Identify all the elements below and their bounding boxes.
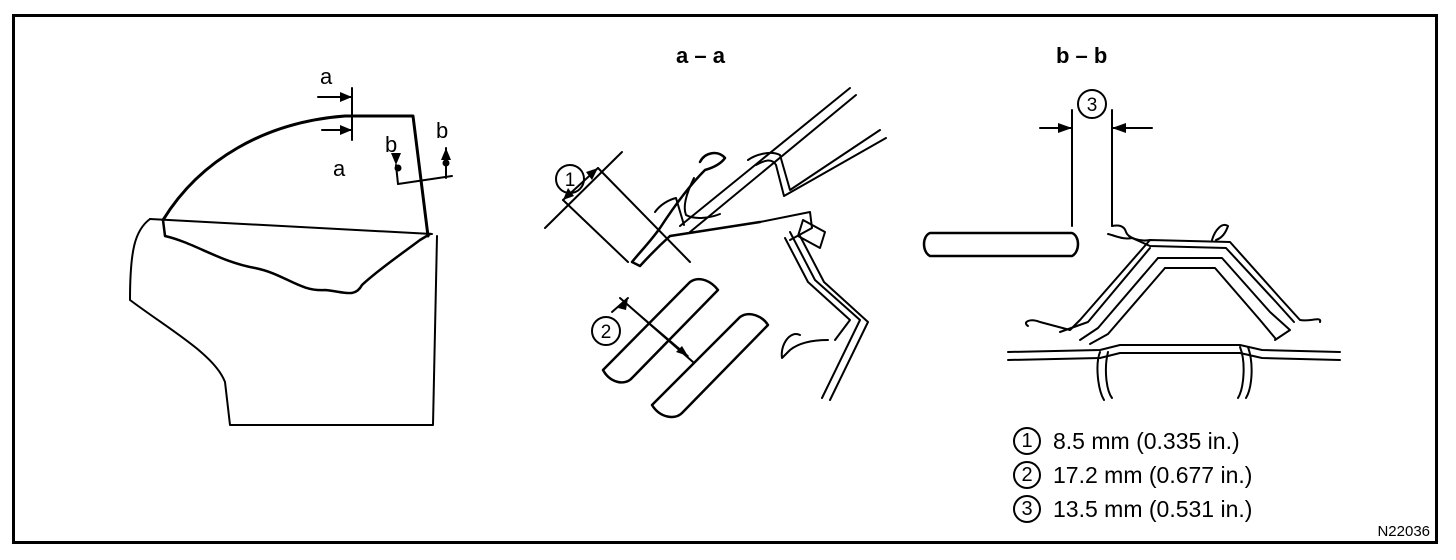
section-aa-drawing <box>544 87 887 419</box>
section-b-left-label: b <box>385 132 397 157</box>
door-outline <box>129 114 438 426</box>
section-b-right-label: b <box>436 118 448 143</box>
legend-text: 8.5 mm (0.335 in.) <box>1053 427 1240 454</box>
legend-text: 13.5 mm (0.531 in.) <box>1053 495 1253 522</box>
figure-code: N22036 <box>1377 523 1430 540</box>
section-bb-drawing <box>922 109 1341 401</box>
diagram-frame <box>12 14 1438 544</box>
svg-text:3: 3 <box>1087 95 1098 116</box>
legend-row: 3 13.5 mm (0.531 in.) <box>1013 492 1252 526</box>
legend-row: 1 8.5 mm (0.335 in.) <box>1013 424 1252 458</box>
legend-marker: 3 <box>1013 495 1041 523</box>
svg-text:1: 1 <box>565 170 576 191</box>
section-aa-title: a – a <box>676 43 726 68</box>
callout-1: 1 <box>555 164 585 194</box>
callout-3: 3 <box>1077 89 1107 119</box>
svg-text:2: 2 <box>601 322 612 343</box>
section-a-bottom-label: a <box>333 156 346 181</box>
legend-text: 17.2 mm (0.677 in.) <box>1053 461 1253 488</box>
dimension-arrows <box>340 92 1126 356</box>
callout-2: 2 <box>591 316 621 346</box>
dimension-legend: 1 8.5 mm (0.335 in.) 2 17.2 mm (0.677 in… <box>1013 424 1252 526</box>
section-bb-title: b – b <box>1056 43 1107 68</box>
section-a-top-label: a <box>320 64 333 89</box>
section-b-markers <box>394 147 453 185</box>
legend-marker: 1 <box>1013 427 1041 455</box>
legend-marker: 2 <box>1013 461 1041 489</box>
legend-row: 2 17.2 mm (0.677 in.) <box>1013 458 1252 492</box>
